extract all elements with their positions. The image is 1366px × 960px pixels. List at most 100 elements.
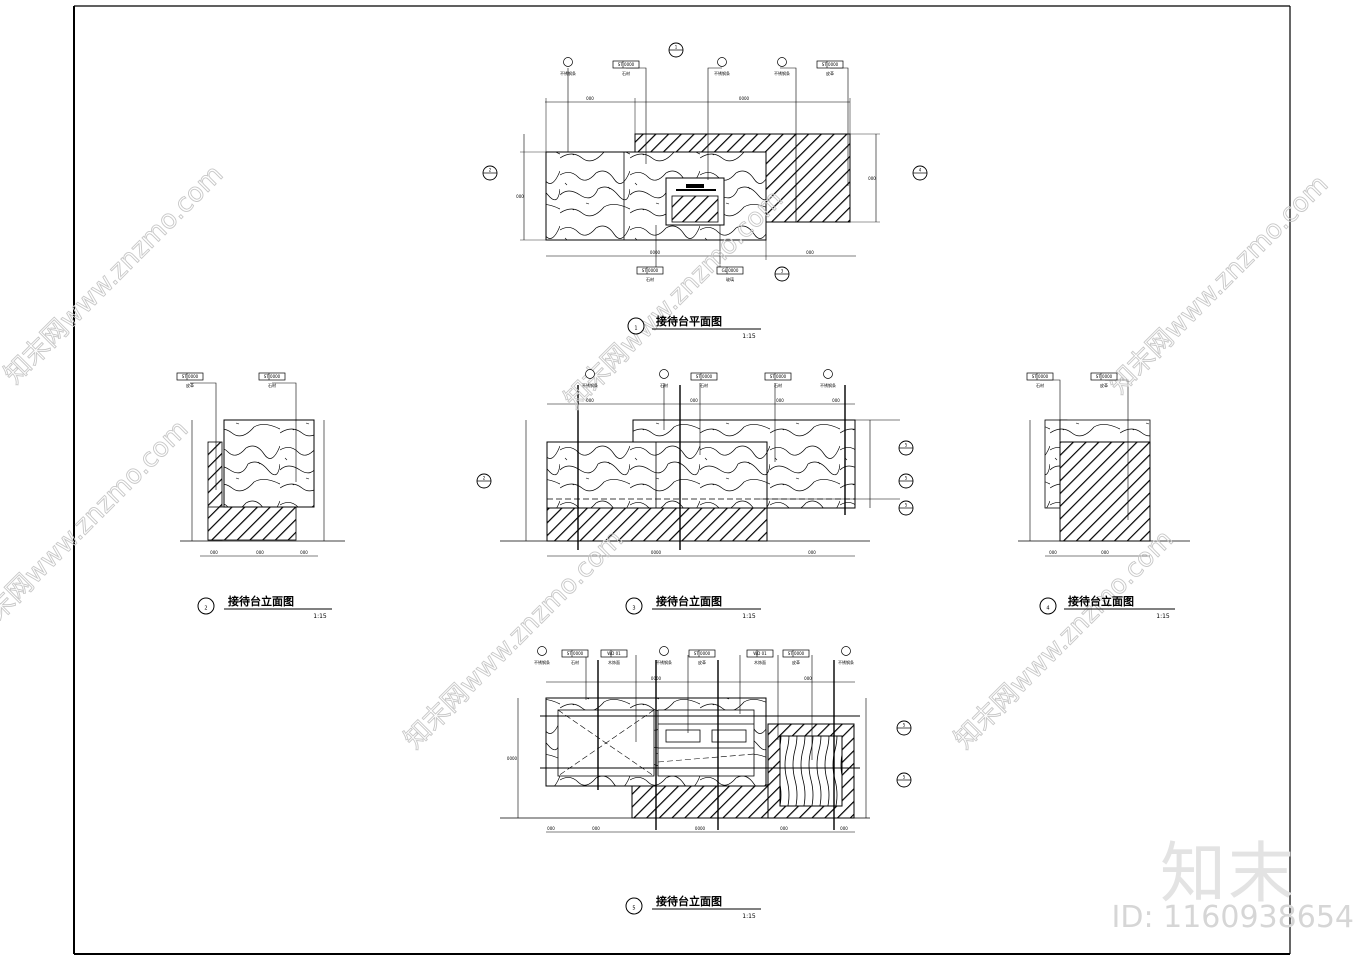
dimension-value: 0000 (695, 826, 706, 831)
dimension-value: 000 (776, 398, 784, 403)
dimension-value: 000 (547, 826, 555, 831)
view-title: 接待台立面图 (228, 594, 294, 608)
material-label: 石材 (622, 70, 630, 76)
detail-marker-icon (659, 646, 669, 656)
view-number-circle (625, 597, 643, 615)
material-code: WD 01 (753, 651, 767, 656)
view-title: 接待台平面图 (656, 314, 722, 328)
dimension-value: 000 (832, 398, 840, 403)
view-scale: 1:15 (742, 913, 756, 920)
detail-marker-icon (563, 57, 573, 67)
view-3-elevation (500, 383, 900, 557)
section-marker-number: 5 (905, 476, 908, 481)
detail-marker-icon (823, 369, 833, 379)
material-label: 皮革 (1100, 382, 1108, 388)
material-label: 不锈钢条 (560, 70, 576, 76)
view-number-circle (1039, 597, 1057, 615)
material-code-box (1090, 372, 1118, 381)
view-4-elevation (1018, 379, 1190, 557)
view-number-circle (627, 317, 645, 335)
watermark-stamp: 知末网www.znzmo.com (0, 414, 194, 645)
dimension-value: 000 (806, 250, 814, 255)
dimension-value: 0000 (650, 250, 661, 255)
view-number-circle (625, 897, 643, 915)
material-label: 玻璃 (726, 276, 734, 282)
watermark-stamp: 知末网www.znzmo.com (1104, 169, 1335, 400)
dimension-value: 000 (592, 826, 600, 831)
material-code-box (746, 649, 774, 658)
dimension-value: 000 (256, 550, 264, 555)
view-2-elevation (180, 382, 345, 557)
material-label: 不锈钢条 (714, 70, 730, 76)
view-scale: 1:15 (1156, 613, 1170, 620)
material-label: 不锈钢条 (838, 659, 854, 665)
material-label: 石材 (700, 382, 708, 388)
dimension-value: 000 (840, 826, 848, 831)
dimension-value: 000 (804, 676, 812, 681)
material-code-box (258, 372, 286, 381)
watermark-stamp: 知末网www.znzmo.com (0, 159, 229, 390)
material-label: 石材 (646, 276, 654, 282)
detail-marker-icon (717, 57, 727, 67)
material-code-box (600, 649, 628, 658)
view-number: 5 (632, 906, 635, 912)
dimension-value: 000 (690, 398, 698, 403)
material-label: 皮革 (826, 70, 834, 76)
detail-marker-icon (537, 646, 547, 656)
material-label: 不锈钢条 (820, 382, 836, 388)
material-label: 不锈钢条 (534, 659, 550, 665)
watermark-id: ID: 1160938654 (1111, 900, 1354, 935)
dimension-value: 0000 (739, 96, 750, 101)
section-marker-number: 5 (903, 775, 906, 780)
detail-marker-icon (777, 57, 787, 67)
view-scale: 1:15 (742, 333, 756, 340)
dimension-value: 000 (868, 176, 876, 181)
view-number: 1 (634, 326, 637, 332)
material-code: ST 0000 (642, 268, 659, 273)
material-code: ST 0000 (822, 62, 839, 67)
view-1-plan (520, 67, 880, 274)
material-label: 石材 (571, 659, 579, 665)
dimension-value: 0000 (651, 550, 662, 555)
dimension-value: 000 (516, 194, 524, 199)
view-scale: 1:15 (313, 613, 327, 620)
drawing-annotations: 不锈钢条ST 0000石材不锈钢条不锈钢条ST 0000皮革ST 0000石材G… (176, 42, 1175, 920)
material-code: ST 0000 (618, 62, 635, 67)
view-number: 4 (1046, 606, 1049, 612)
material-label: 木饰面 (608, 659, 620, 665)
dimension-value: 000 (586, 398, 594, 403)
dimension-value: 000 (300, 550, 308, 555)
dimension-value: 000 (808, 550, 816, 555)
material-code: ST 0000 (694, 651, 711, 656)
material-code: ST 0000 (567, 651, 584, 656)
dimension-value: 0000 (651, 676, 662, 681)
section-marker-number: 5 (905, 503, 908, 508)
material-label: 不锈钢条 (774, 70, 790, 76)
material-label: 皮革 (698, 659, 706, 665)
view-number: 3 (632, 606, 635, 612)
material-code: ST 0000 (696, 374, 713, 379)
detail-marker-icon (659, 369, 669, 379)
section-marker-number: 2 (489, 168, 492, 173)
detail-marker-icon (841, 646, 851, 656)
material-label: 石材 (660, 382, 668, 388)
watermark-logo: 知末 (1160, 835, 1296, 912)
view-title: 接待台立面图 (1068, 594, 1134, 608)
section-marker-number: 2 (483, 476, 486, 481)
section-marker-number: 4 (919, 168, 922, 173)
material-code-box (816, 60, 844, 69)
dimension-value: 0000 (507, 756, 518, 761)
material-code: ST 0000 (788, 651, 805, 656)
material-code-box (612, 60, 640, 69)
material-code: GL 0000 (722, 268, 739, 273)
section-marker-number: 5 (905, 443, 908, 448)
material-code-box (176, 372, 204, 381)
material-code-box (764, 372, 792, 381)
view-number: 2 (204, 606, 207, 612)
material-code-box (561, 649, 589, 658)
material-code-box (690, 372, 718, 381)
view-scale: 1:15 (742, 613, 756, 620)
view-title: 接待台立面图 (656, 594, 722, 608)
material-label: 皮革 (792, 659, 800, 665)
material-code: WD 01 (607, 651, 621, 656)
